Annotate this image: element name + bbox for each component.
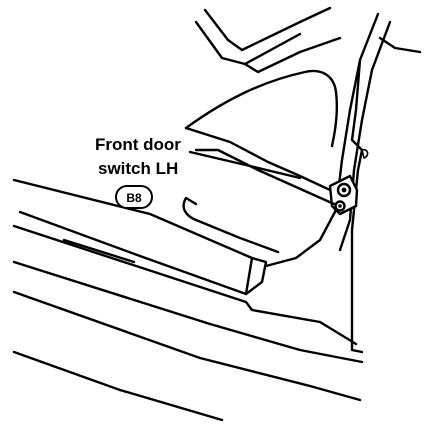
callout-label-line1: Front door [95, 135, 181, 154]
door-switch [328, 174, 359, 216]
seat-panel-outline [182, 69, 338, 254]
instrument-panel-outline [194, 6, 422, 74]
connector-code-text: B8 [126, 191, 142, 205]
callout-leader-line [194, 148, 336, 206]
connector-code-badge: B8 [115, 185, 153, 209]
callout-label-line2: switch LH [98, 159, 178, 178]
